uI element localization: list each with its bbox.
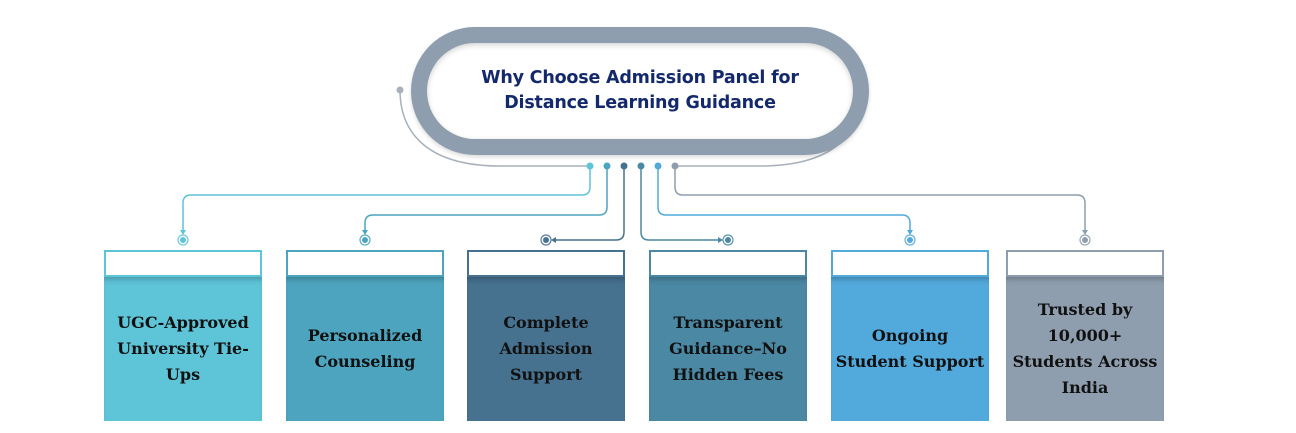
arrowhead-icon bbox=[362, 230, 368, 235]
target-dot-icon bbox=[180, 237, 186, 243]
card-label: Transparent Guidance–No Hidden Fees bbox=[669, 313, 787, 384]
connector-dot bbox=[620, 162, 628, 170]
card-label: Ongoing Student Support bbox=[835, 326, 985, 371]
card-body: Transparent Guidance–No Hidden Fees bbox=[649, 277, 807, 421]
card-label: Personalized Counseling bbox=[307, 326, 423, 371]
card-header bbox=[104, 250, 262, 277]
card-label: UGC-Approved University Tie-Ups bbox=[117, 313, 249, 384]
arrowhead-icon bbox=[1082, 230, 1088, 235]
title-line-2: Distance Learning Guidance bbox=[504, 93, 776, 113]
connector-dot bbox=[654, 162, 662, 170]
card-transparent-guidance: Transparent Guidance–No Hidden Fees bbox=[649, 250, 807, 421]
connector-line bbox=[364, 166, 608, 230]
card-label: Complete Admission Support bbox=[499, 313, 593, 384]
diagram-title: Why Choose Admission Panel for Distance … bbox=[481, 66, 799, 116]
card-header bbox=[649, 250, 807, 277]
target-dot-icon bbox=[543, 237, 549, 243]
arrowhead-icon bbox=[718, 237, 723, 243]
connector-line bbox=[674, 166, 1086, 230]
card-complete-admission-support: Complete Admission Support bbox=[467, 250, 625, 421]
card-body: UGC-Approved University Tie-Ups bbox=[104, 277, 262, 421]
title-pill: Why Choose Admission Panel for Distance … bbox=[427, 43, 853, 139]
connector-dot bbox=[637, 162, 645, 170]
card-header bbox=[467, 250, 625, 277]
title-line-1: Why Choose Admission Panel for bbox=[481, 68, 799, 88]
card-body: Personalized Counseling bbox=[286, 277, 444, 421]
connector-dot bbox=[671, 162, 679, 170]
card-header bbox=[1006, 250, 1164, 277]
left-arc-dot bbox=[396, 86, 404, 94]
card-label: Trusted by 10,000+ Students Across India bbox=[1012, 300, 1158, 397]
connector-dot bbox=[586, 162, 594, 170]
connector-line bbox=[657, 166, 911, 230]
target-dot-icon bbox=[907, 237, 913, 243]
card-body: Complete Admission Support bbox=[467, 277, 625, 421]
card-body: Ongoing Student Support bbox=[831, 277, 989, 421]
connector-line bbox=[182, 166, 591, 230]
arrowhead-icon bbox=[180, 230, 186, 235]
arrowhead-icon bbox=[907, 230, 913, 235]
arrowhead-icon bbox=[551, 237, 556, 243]
connector-line bbox=[640, 166, 718, 241]
card-trusted-by-students: Trusted by 10,000+ Students Across India bbox=[1006, 250, 1164, 421]
card-ongoing-student-support: Ongoing Student Support bbox=[831, 250, 989, 421]
card-personalized-counseling: Personalized Counseling bbox=[286, 250, 444, 421]
target-dot-icon bbox=[725, 237, 731, 243]
left-arc bbox=[399, 89, 588, 167]
card-body: Trusted by 10,000+ Students Across India bbox=[1006, 277, 1164, 421]
card-ugc-approved: UGC-Approved University Tie-Ups bbox=[104, 250, 262, 421]
card-header bbox=[286, 250, 444, 277]
target-dot-icon bbox=[362, 237, 368, 243]
target-dot-icon bbox=[1082, 237, 1088, 243]
connector-line bbox=[556, 166, 625, 241]
card-header bbox=[831, 250, 989, 277]
connector-dot bbox=[603, 162, 611, 170]
